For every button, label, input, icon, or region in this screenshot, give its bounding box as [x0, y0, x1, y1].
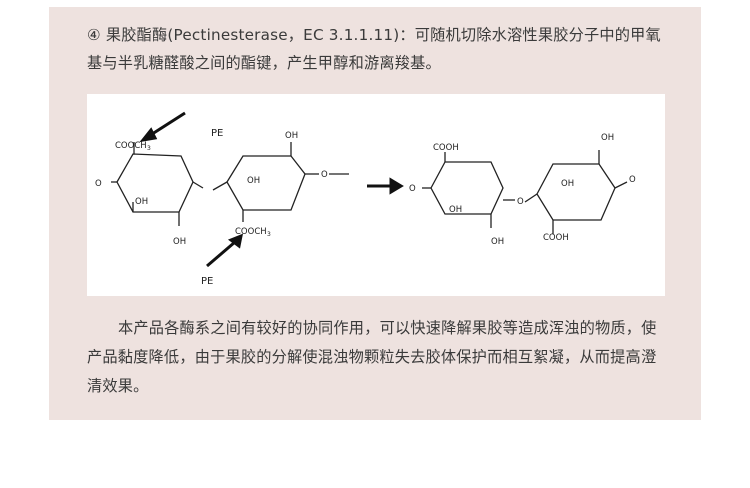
galacturonate-ring-1 [116, 153, 194, 213]
o-product-left: O [409, 184, 416, 194]
o-bridge: O [517, 197, 524, 207]
pectinesterase-reaction-figure: PE PE COOCH 3 COOCH 3 O OH OH OH OH O O … [87, 94, 665, 296]
oh-ring2-top: OH [285, 131, 298, 141]
product-ring-2 [536, 163, 616, 221]
subscript-3-bottom: 3 [267, 231, 271, 238]
oh-product2-inner: OH [561, 179, 574, 189]
pe-arrowhead-bottom [227, 233, 244, 249]
oh-ring1-bottom: OH [173, 237, 186, 247]
pe-label-bottom: PE [201, 276, 213, 287]
pectinesterase-description: ④ 果胶酯酶(Pectinesterase，EC 3.1.1.11)：可随机切除… [87, 26, 661, 72]
cooch3-label-bottom: COOCH [235, 227, 267, 237]
cooh-label-top: COOH [433, 143, 459, 153]
oh-product1-bottom: OH [491, 237, 504, 247]
o-left: O [95, 179, 102, 189]
reaction-diagram: PE PE COOCH 3 COOCH 3 O OH OH OH OH O O … [95, 111, 636, 287]
pe-arrow-bottom [206, 240, 236, 268]
oh-ring1-inner: OH [135, 197, 148, 207]
oh-product2-top: OH [601, 133, 614, 143]
o-product-right: O [629, 175, 636, 185]
oh-ring2-inner: OH [247, 176, 260, 186]
content-card: ④ 果胶酯酶(Pectinesterase，EC 3.1.1.11)：可随机切除… [49, 7, 701, 420]
galacturonate-ring-2 [226, 155, 306, 211]
synergy-description: 本产品各酶系之间有较好的协同作用，可以快速降解果胶等造成浑浊的物质，使产品黏度降… [87, 319, 657, 395]
reaction-arrowhead [389, 177, 404, 195]
cooh-label-bottom: COOH [543, 233, 569, 243]
o-tail: O [321, 170, 328, 180]
oh-product1-inner: OH [449, 205, 462, 215]
pe-arrowhead-top [139, 127, 158, 143]
subscript-3-top: 3 [147, 145, 151, 152]
pe-arrow-top [148, 111, 186, 138]
cooch3-label-top: COOCH [115, 141, 147, 151]
pe-label-top: PE [211, 128, 223, 139]
product-ring-1 [430, 161, 504, 215]
